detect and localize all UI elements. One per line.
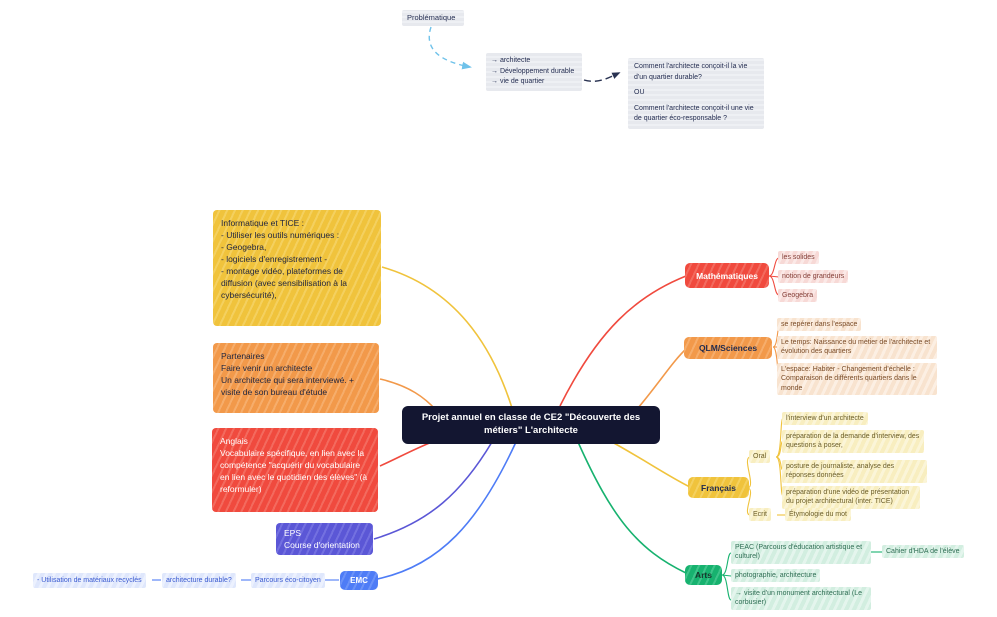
emc-chain-item-1[interactable]: architecture durable? — [162, 573, 236, 588]
partenaires-line: Partenaires — [221, 351, 265, 361]
branch-line-arts — [577, 441, 687, 574]
qlm-item[interactable]: se repérer dans l'espace — [777, 318, 862, 332]
arts-item[interactable]: PEAC (Parcours d'éducation artistique et… — [731, 541, 871, 564]
branch-line-emc — [371, 441, 517, 581]
center-title: Projet annuel en classe de CE2 "Découver… — [421, 412, 641, 436]
question-or: OU — [634, 89, 645, 96]
subline-francais-ecrit — [746, 487, 752, 516]
ecrit-item[interactable]: Étymologie du mot — [785, 508, 851, 522]
anglais-line: Vocabulaire spécifique, en lien avec la … — [220, 448, 368, 495]
arts-label-node[interactable]: Arts — [685, 565, 722, 585]
eps-line: Course d'orientation — [284, 540, 360, 551]
branch-line-qlm — [637, 347, 688, 409]
partenaires-line: Un architecte qui sera interviewé. + vis… — [221, 375, 354, 398]
eps-line: EPS — [284, 528, 302, 538]
ecrit-node[interactable]: Ecrit — [749, 508, 771, 522]
math-item[interactable]: les solides — [778, 251, 819, 265]
keyword-line: → vie de quartier — [491, 78, 545, 85]
math-item[interactable]: notion de grandeurs — [778, 270, 849, 284]
oral-item[interactable]: posture de journaliste, analyse des répo… — [782, 460, 927, 483]
branch-line-eps — [373, 441, 493, 540]
branch-line-informatique — [381, 266, 513, 409]
arts-item[interactable]: photographie, architecture — [731, 569, 821, 583]
arts-item[interactable]: → visite d'un monument architectural (Le… — [731, 587, 871, 610]
subline-math-0 — [768, 257, 780, 277]
informatique-line: - montage vidéo, plateformes de diffusio… — [221, 266, 347, 301]
math-item[interactable]: Geogebra — [778, 289, 818, 303]
center-node[interactable]: Projet annuel en classe de CE2 "Découver… — [402, 406, 660, 444]
qlm-label-node[interactable]: QLM/Sciences — [684, 337, 772, 359]
keyword-line: → Développement durable — [491, 67, 575, 75]
informatique-node[interactable]: Informatique et TICE : - Utiliser les ou… — [213, 210, 381, 326]
arrow-problematique-to-keywords — [428, 26, 472, 70]
question-node[interactable]: Comment l'architecte conçoit-il la vie d… — [628, 58, 764, 129]
qlm-item[interactable]: Le temps: Naissance du métier de l'archi… — [777, 336, 937, 359]
keyword-line: → architecte — [491, 57, 531, 64]
emc-chain-item-0[interactable]: - Utilisation de matériaux recyclés — [33, 573, 146, 588]
branch-line-anglais — [379, 441, 433, 467]
anglais-node[interactable]: Anglais Vocabulaire spécifique, en lien … — [212, 428, 378, 512]
arrow-keywords-to-question — [583, 72, 621, 82]
informatique-line: Informatique et TICE : — [221, 218, 304, 228]
anglais-line: Anglais — [220, 436, 248, 446]
subline-math-2 — [768, 275, 780, 296]
oral-node[interactable]: Oral — [749, 450, 771, 464]
question-part1: Comment l'architecte conçoit-il la vie d… — [634, 63, 748, 81]
keywords-node[interactable]: → architecte → Développement durable → v… — [486, 53, 582, 91]
subline-francais-oral — [746, 456, 752, 489]
informatique-line: - Geogebra, — [221, 242, 267, 253]
math-label-node[interactable]: Mathématiques — [685, 263, 769, 288]
eps-node[interactable]: EPS Course d'orientation — [276, 523, 373, 555]
subline-arts-0 — [721, 552, 732, 576]
francais-label-node[interactable]: Français — [688, 477, 749, 498]
question-part2: Comment l'architecte conçoit-il une vie … — [634, 104, 754, 123]
peac-child-node[interactable]: Cahier d'HDA de l'élève — [882, 545, 964, 559]
partenaires-line: Faire venir un architecte — [221, 363, 313, 374]
oral-item[interactable]: préparation de la demande d'interview, d… — [782, 430, 924, 453]
problematique-node[interactable]: Problématique — [402, 10, 464, 26]
oral-item[interactable]: l'interview d'un architecte — [782, 412, 868, 426]
branch-line-francais — [611, 441, 691, 488]
informatique-line: - Utiliser les outils numériques : — [221, 230, 340, 241]
branch-line-math — [559, 275, 687, 407]
informatique-line: - logiciels d'enregistrement - — [221, 254, 328, 265]
subline-arts-2 — [721, 574, 732, 601]
oral-item[interactable]: préparation d'une vidéo de présentation … — [782, 486, 920, 509]
partenaires-node[interactable]: Partenaires Faire venir un architecte Un… — [213, 343, 379, 413]
qlm-item[interactable]: L'espace: Habiter - Changement d'échelle… — [777, 363, 937, 396]
emc-node[interactable]: EMC — [340, 571, 378, 590]
emc-chain-item-2[interactable]: Parcours éco-citoyen — [251, 573, 325, 588]
